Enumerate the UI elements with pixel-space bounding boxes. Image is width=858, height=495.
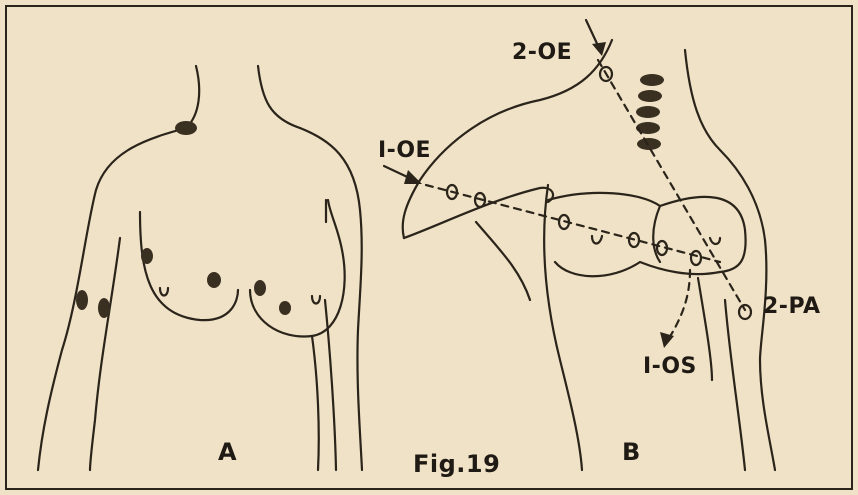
right-nipple-b (710, 238, 720, 244)
neck-right-shoulder-line (685, 50, 775, 470)
right-nipple (312, 296, 320, 304)
lesion-mark (76, 290, 88, 310)
panel-b-drawing (384, 20, 775, 470)
vertebra-mark (640, 74, 664, 86)
exit-point-2 (739, 305, 751, 319)
left-breast-outline (140, 212, 238, 320)
arrowhead-icon (592, 42, 606, 56)
lesion-mark (98, 298, 110, 318)
right-breast-outline (250, 200, 345, 337)
arrowhead-icon (404, 170, 422, 184)
label-1-oe: I-OE (378, 140, 431, 162)
vertebra-mark (638, 90, 662, 102)
right-shoulder-arm-outline (300, 128, 362, 470)
lesion-mark (207, 272, 221, 288)
lesion-mark (254, 280, 266, 296)
panel-a-label: A (218, 440, 237, 464)
lesion-mark (175, 121, 197, 135)
vertebra-mark (636, 106, 660, 118)
lesion-marks-a (76, 121, 291, 318)
label-2-pa: 2-PA (763, 296, 821, 318)
vertebra-mark (637, 138, 661, 150)
torso-right-line (312, 336, 319, 470)
figure-caption: Fig.19 (413, 452, 500, 476)
raised-arm-outline (403, 40, 612, 238)
arm-fold-line (476, 222, 530, 300)
label-1-os: I-OS (643, 356, 697, 378)
neck-right-line (258, 66, 300, 128)
left-nipple-b (592, 236, 602, 244)
trajectory-1-points (447, 185, 701, 265)
right-arm-inner-line (725, 300, 745, 470)
path-point (691, 251, 701, 265)
trajectory-1-line (426, 185, 720, 262)
left-nipple (160, 288, 168, 296)
abdomen-line (698, 278, 712, 380)
label-2-oe: 2-OE (512, 42, 572, 64)
lesion-mark (141, 248, 153, 264)
lesion-mark (279, 301, 291, 315)
neck-left-line (186, 66, 199, 128)
panel-b-label: B (622, 440, 641, 464)
trajectory-1-exit-line (668, 270, 690, 340)
left-inner-arm-line (90, 238, 120, 470)
panel-a-drawing (38, 66, 362, 470)
vertebra-marks (636, 74, 664, 150)
chest-outline (548, 193, 746, 276)
figure-frame (6, 6, 852, 489)
